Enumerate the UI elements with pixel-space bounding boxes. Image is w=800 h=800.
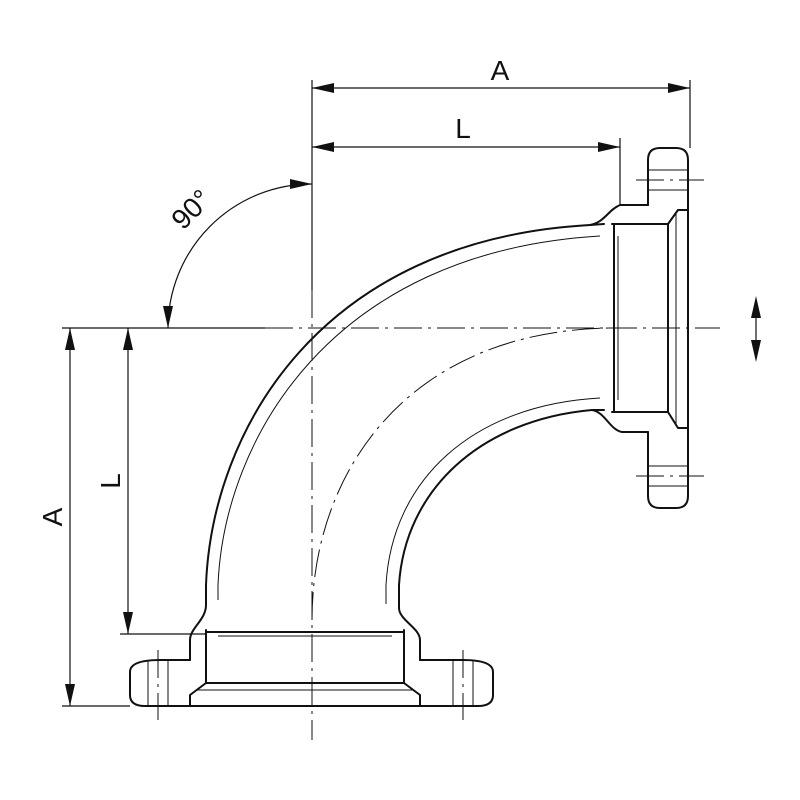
dimension-label-left-a: A [37, 507, 68, 526]
elbow-body [205, 223, 613, 621]
dimension-left-l: L [95, 328, 133, 634]
dimension-label-top-l: L [455, 113, 471, 144]
dimension-label-top-a: A [491, 55, 510, 86]
bolt-hole-top [636, 169, 704, 191]
dimension-left-a: A [37, 328, 75, 706]
dimension-top-a: A [312, 55, 690, 93]
dimension-angle-90: 90° [163, 179, 313, 329]
bolt-hole-right [452, 650, 474, 720]
bolt-hole-left [147, 650, 169, 720]
dimension-top-l: L [312, 113, 620, 152]
bolt-hole-bottom [636, 465, 704, 487]
double-arrow-icon [751, 296, 761, 362]
centerlines [265, 290, 720, 740]
bottom-flange [129, 604, 494, 720]
dimension-label-left-l: L [95, 473, 126, 489]
extension-lines [62, 80, 691, 707]
